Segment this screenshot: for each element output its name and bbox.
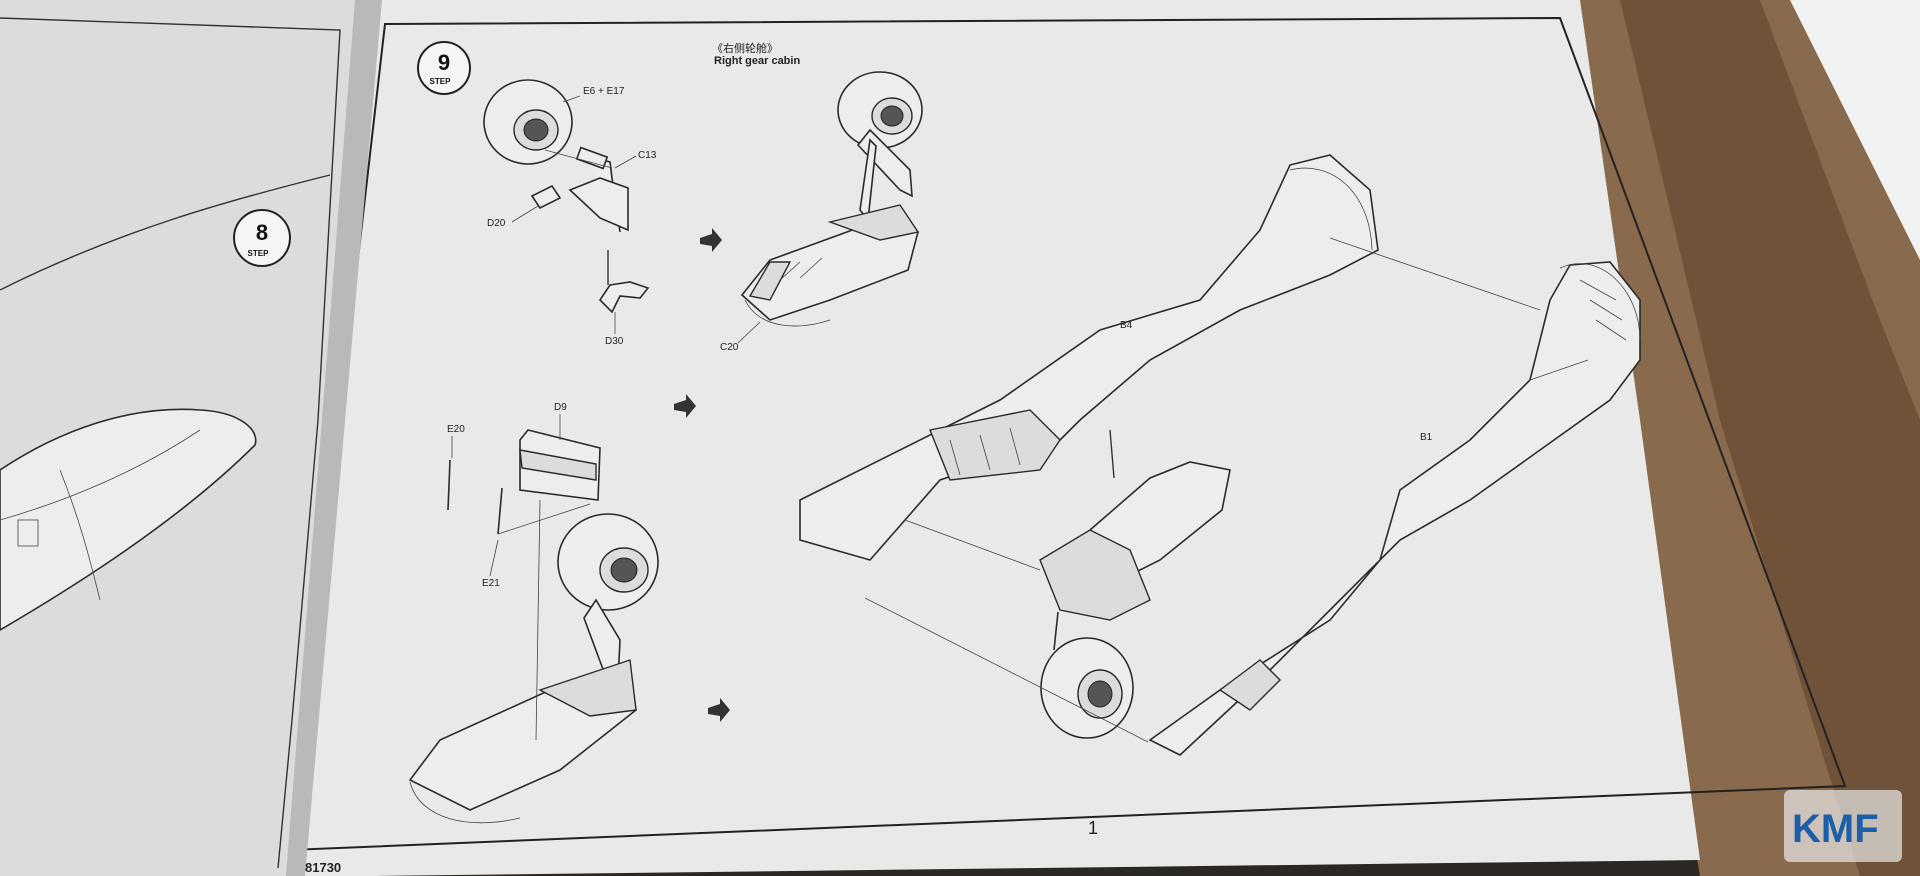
page-number: 1	[1088, 818, 1098, 838]
arrow-icon	[700, 228, 722, 252]
left-page-curve	[0, 174, 331, 291]
title-chinese: 《右侧轮舱》	[712, 41, 778, 55]
label-b4: B4	[1120, 320, 1133, 331]
fuselage-half-b1	[1148, 261, 1641, 756]
box-inner-side	[1620, 0, 1920, 876]
white-cloth	[1790, 0, 1920, 260]
label-c13: C13	[638, 150, 657, 161]
label-c20: C20	[720, 342, 739, 353]
watermark-logo: KMF	[1784, 790, 1902, 862]
assembly-guide-line	[904, 519, 1041, 571]
step-word-left: STEP	[248, 249, 270, 258]
arrow-icon	[708, 698, 730, 722]
left-fuselage-part	[0, 408, 257, 631]
label-b1: B1	[1420, 432, 1433, 443]
step-number-left: 8	[256, 220, 268, 245]
assembly-guide-line	[1329, 237, 1541, 311]
step-number: 9	[438, 50, 450, 75]
fuselage-half-b4	[799, 154, 1379, 561]
label-e6-e17: E6 + E17	[583, 86, 625, 97]
step-word: STEP	[430, 77, 452, 86]
step-badge-left: 8 STEP	[233, 209, 291, 267]
wheel-assembly-upper	[483, 79, 650, 314]
arrow-icon	[674, 394, 696, 418]
label-e21: E21	[482, 578, 500, 589]
label-d30: D30	[605, 336, 624, 347]
label-d20: D20	[487, 218, 506, 229]
gear-cabin-upper-assembled	[740, 71, 923, 327]
step-badge: 9 STEP	[417, 41, 471, 95]
gear-cabin-lower-exploded	[408, 429, 659, 824]
left-page-border	[0, 17, 341, 869]
label-e20: E20	[447, 424, 465, 435]
title-english: Right gear cabin	[714, 55, 800, 67]
assembly-guide-line	[864, 597, 1149, 743]
catalog-number: 81730	[305, 860, 341, 875]
watermark-text: KMF	[1792, 807, 1879, 851]
engine-part	[1039, 461, 1231, 739]
label-d9: D9	[554, 402, 567, 413]
binding-shadow	[286, 0, 382, 876]
